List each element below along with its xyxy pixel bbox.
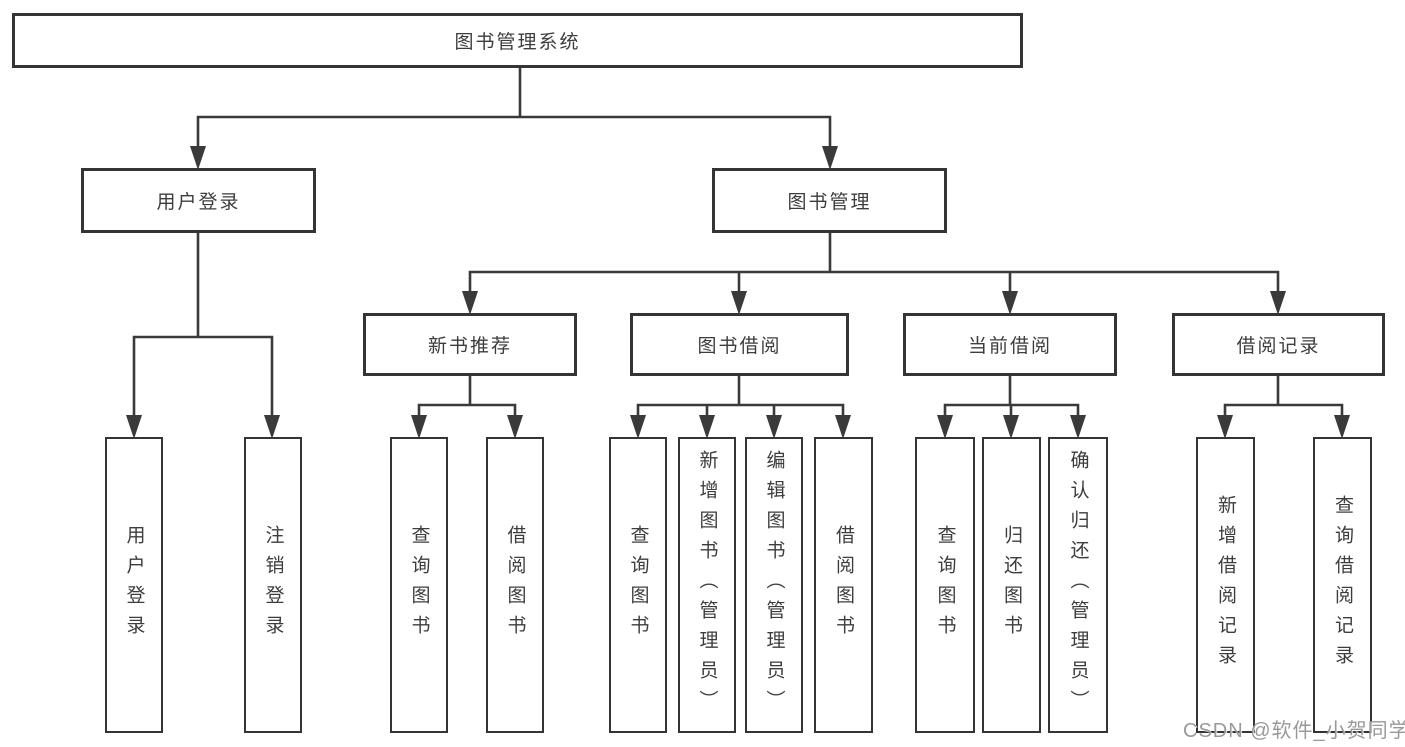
node-borrow-records: 借阅记录 [1172,313,1385,376]
leaf-query-book-recommend: 查询图书 [390,437,448,733]
node-book-borrow: 图书借阅 [630,313,849,376]
edge-root-to-level2 [190,64,838,170]
node-label: 借阅图书 [504,525,526,645]
node-label: 图书管理 [787,192,872,213]
leaf-user-login: 用户登录 [105,437,163,733]
leaf-query-book-borrow: 查询图书 [609,437,667,733]
edge-bookmgmt-to-level3 [462,229,1286,315]
leaf-query-book-current: 查询图书 [915,437,975,733]
node-book-management: 图书管理 [712,168,947,233]
leaf-query-borrow-record: 查询借阅记录 [1313,437,1372,733]
leaf-borrow-book: 借阅图书 [814,437,873,733]
node-label: 用户登录 [156,192,241,213]
node-label: 图书管理系统 [454,32,581,53]
edge-borrowrecords-to-leaves [1217,372,1350,439]
node-label: 编辑图书（管理员） [763,450,785,720]
node-label: 查询图书 [934,525,956,645]
node-label: 图书借阅 [697,336,782,357]
node-user-login: 用户登录 [81,168,316,233]
node-label: 借阅记录 [1236,336,1321,357]
node-current-borrow: 当前借阅 [903,313,1117,376]
node-label: 新书推荐 [427,336,512,357]
node-new-book-recommend: 新书推荐 [363,313,577,376]
node-label: 新增图书（管理员） [696,450,718,720]
edge-bookborrow-to-leaves [630,372,851,439]
watermark-text: CSDN @软件_小贺同学 [1183,720,1405,742]
leaf-logout: 注销登录 [244,437,302,733]
node-label: 查询借阅记录 [1332,495,1353,675]
leaf-edit-book-admin: 编辑图书（管理员） [745,437,803,733]
node-label: 用户登录 [123,525,145,645]
leaf-add-book-admin: 新增图书（管理员） [678,437,736,733]
leaf-add-borrow-record: 新增借阅记录 [1196,437,1255,733]
node-label: 当前借阅 [967,336,1052,357]
edge-userlogin-to-leaves [126,229,280,439]
node-label: 确认归还（管理员） [1067,450,1089,720]
leaf-return-book: 归还图书 [982,437,1041,733]
node-label: 新增借阅记录 [1215,495,1236,675]
node-label: 归还图书 [1001,525,1022,645]
node-label: 查询图书 [627,525,649,645]
node-label: 借阅图书 [833,525,854,645]
edge-currentborrow-to-leaves [937,372,1086,439]
node-label: 注销登录 [262,525,284,645]
node-label: 查询图书 [408,525,430,645]
leaf-borrow-book-recommend: 借阅图书 [486,437,544,733]
leaf-confirm-return-admin: 确认归还（管理员） [1048,437,1108,733]
node-library-system: 图书管理系统 [12,13,1023,68]
edge-newbook-to-leaves [411,372,523,439]
